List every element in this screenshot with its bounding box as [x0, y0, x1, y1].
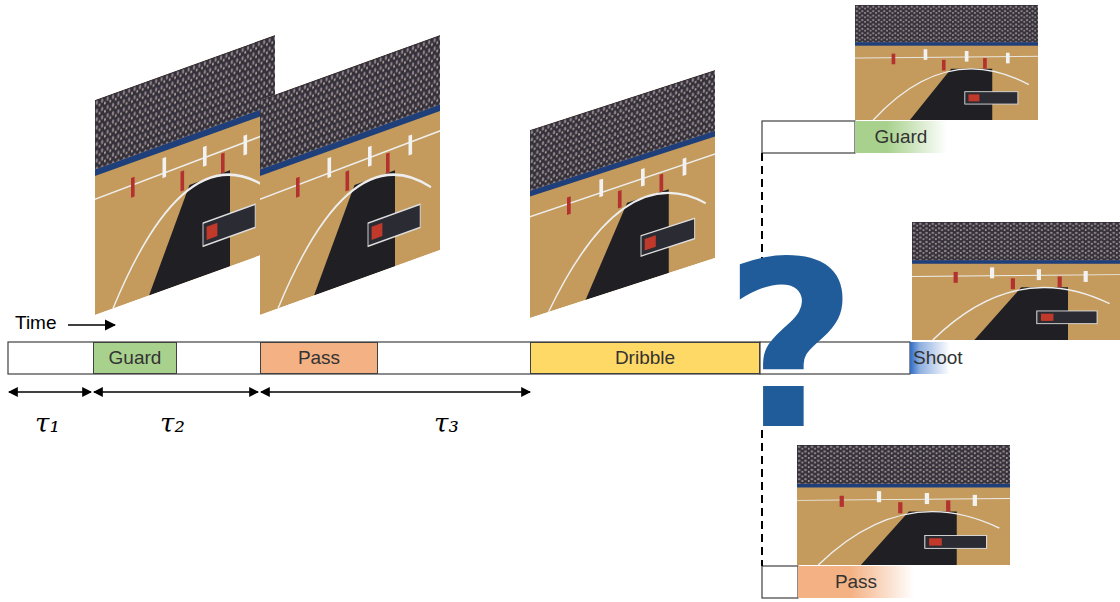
timeline-bar [762, 121, 855, 153]
action-segment: Guard [93, 342, 177, 374]
video-frame [912, 222, 1120, 340]
video-frame [260, 35, 440, 315]
video-frame [797, 445, 1010, 565]
segment-label: Pass [298, 347, 340, 369]
duration-arrow [261, 391, 530, 392]
video-frame [95, 35, 275, 315]
segment-label: Pass [835, 571, 877, 593]
duration-symbol: τ₃ [434, 408, 459, 438]
question-mark: ? [724, 232, 857, 462]
timeline-bar [8, 342, 760, 374]
duration-arrow [94, 391, 258, 392]
video-frame [855, 5, 1038, 120]
action-segment: Pass [798, 566, 914, 598]
action-segment: Pass [260, 342, 378, 374]
segment-label: Guard [109, 347, 162, 369]
duration-arrow [9, 391, 91, 392]
segment-label: Shoot [913, 347, 963, 369]
duration-symbol: τ₁ [35, 408, 60, 438]
duration-symbol: τ₂ [160, 408, 185, 438]
action-segment: Guard [855, 121, 947, 153]
action-segment: Shoot [910, 342, 1010, 374]
timeline-bar [762, 566, 798, 598]
video-frame [530, 70, 715, 318]
axis-label: Time [15, 312, 57, 334]
segment-label: Guard [875, 126, 928, 148]
time-arrow [68, 324, 115, 326]
segment-label: Dribble [615, 347, 675, 369]
